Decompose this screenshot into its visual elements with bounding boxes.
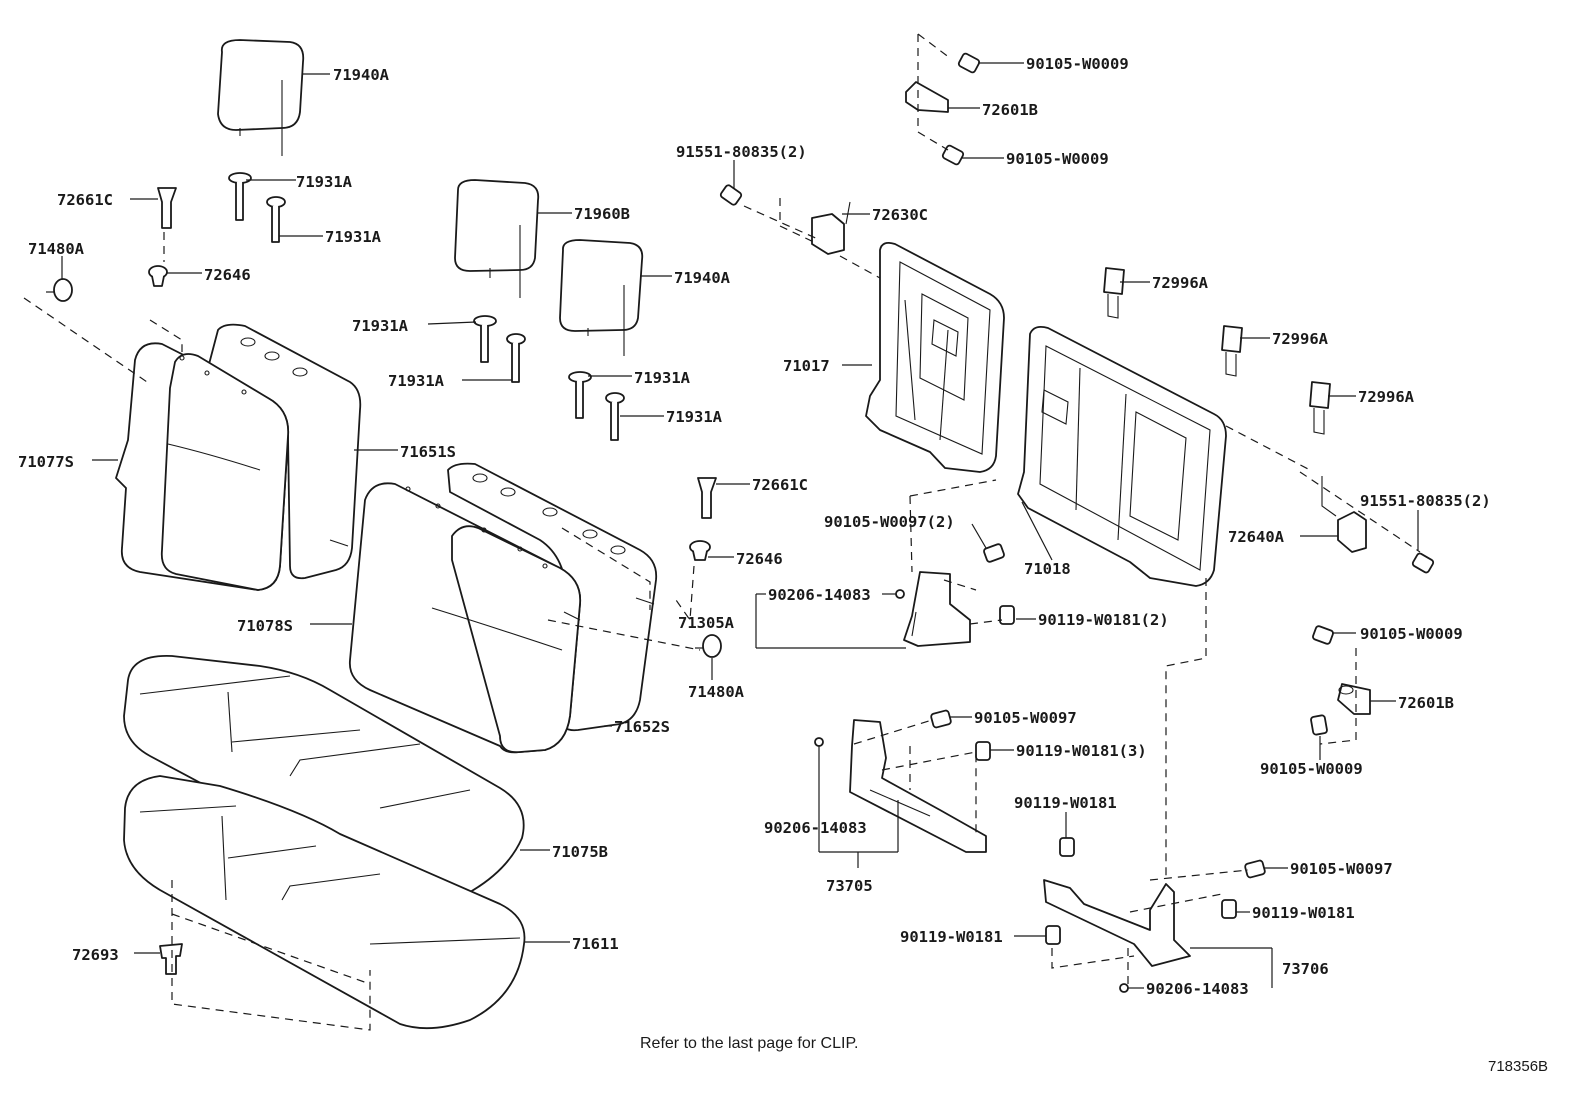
label-71931A-5: 71931A xyxy=(634,369,691,387)
label-71931A-6: 71931A xyxy=(666,408,723,426)
frame-71018 xyxy=(1017,325,1227,587)
seatback-71078S xyxy=(348,482,582,754)
dashed-lines xyxy=(23,33,1421,1031)
label-90119-W0181-b: 90119-W0181 xyxy=(1014,794,1117,812)
knob-72661C-right xyxy=(697,477,717,519)
label-71652S: 71652S xyxy=(614,718,670,736)
label-72640A: 72640A xyxy=(1228,528,1285,546)
label-91551-80835-left: 91551-80835(2) xyxy=(676,143,807,161)
label-71940A-right: 71940A xyxy=(674,269,731,287)
label-90206-14083-3: 90206-14083 xyxy=(1146,980,1249,998)
label-71018: 71018 xyxy=(1024,560,1071,578)
label-71931A-4: 71931A xyxy=(388,372,445,390)
label-90119-W0181-d: 90119-W0181 xyxy=(900,928,1003,946)
clip-reference-note: Refer to the last page for CLIP. xyxy=(640,1035,859,1052)
label-72646-left: 72646 xyxy=(204,266,251,284)
headrest-guides xyxy=(228,172,625,441)
label-71480A-right: 71480A xyxy=(688,683,745,701)
label-73706: 73706 xyxy=(1282,960,1329,978)
part-labels: 71940A 71931A 71931A 72661C 72646 71480A… xyxy=(18,55,1491,998)
label-90105-W0009-r2: 90105-W0009 xyxy=(1260,760,1363,778)
label-72646-right: 72646 xyxy=(736,550,783,568)
label-71077S: 71077S xyxy=(18,453,74,471)
label-72601B-top: 72601B xyxy=(982,101,1038,119)
seatback-71077S xyxy=(115,342,290,591)
label-72630C: 72630C xyxy=(872,206,928,224)
label-71940A-left: 71940A xyxy=(333,66,390,84)
hinge-73706 xyxy=(1043,879,1191,967)
figure-id: 718356B xyxy=(1488,1058,1548,1075)
label-71305A: 71305A xyxy=(678,614,735,632)
label-90206-14083-2: 90206-14083 xyxy=(764,819,867,837)
headrest-71940A-left xyxy=(217,39,305,156)
label-72601B-right: 72601B xyxy=(1398,694,1454,712)
cushion-71611 xyxy=(123,775,526,1030)
label-90105-W0097-c: 90105-W0097 xyxy=(1290,860,1393,878)
headrest-71960B xyxy=(454,179,540,298)
label-71611: 71611 xyxy=(572,935,619,953)
cap-71480A-right xyxy=(695,634,722,658)
cover-72646-right xyxy=(689,540,711,561)
label-72693: 72693 xyxy=(72,946,119,964)
label-73705: 73705 xyxy=(826,877,873,895)
label-72996A-1: 72996A xyxy=(1152,274,1209,292)
label-71017: 71017 xyxy=(783,357,830,375)
label-90105-W0097-2: 90105-W0097(2) xyxy=(824,513,955,531)
clip-72693 xyxy=(159,943,183,975)
label-72661C-right: 72661C xyxy=(752,476,808,494)
label-72661C-left: 72661C xyxy=(57,191,113,209)
label-71960B: 71960B xyxy=(574,205,630,223)
label-71931A-1: 71931A xyxy=(296,173,353,191)
cover-72646-left xyxy=(148,265,168,287)
label-71651S: 71651S xyxy=(400,443,456,461)
label-90105-W0009-top2: 90105-W0009 xyxy=(1006,150,1109,168)
cap-71480A-left xyxy=(46,278,73,302)
label-90105-W0009-top1: 90105-W0009 xyxy=(1026,55,1129,73)
label-71480A-left: 71480A xyxy=(28,240,85,258)
label-90119-W0181-3: 90119-W0181(3) xyxy=(1016,742,1147,760)
bracket-72601B-right xyxy=(1337,683,1371,715)
bracket-72601B-top xyxy=(905,81,949,113)
lock-72640A xyxy=(1321,476,1367,553)
label-72996A-3: 72996A xyxy=(1358,388,1415,406)
holders-72996A xyxy=(1103,267,1331,435)
knob-72661C-left xyxy=(157,187,177,229)
bolts xyxy=(719,52,1435,993)
label-90105-W0009-r1: 90105-W0009 xyxy=(1360,625,1463,643)
label-71075B: 71075B xyxy=(552,843,608,861)
cushion-71075B xyxy=(123,655,525,903)
hinge-71305A xyxy=(903,571,971,647)
lock-72630C xyxy=(811,201,851,255)
label-90119-W0181-2: 90119-W0181(2) xyxy=(1038,611,1169,629)
label-90105-W0097-a: 90105-W0097 xyxy=(974,709,1077,727)
label-71931A-3: 71931A xyxy=(352,317,409,335)
headrest-71940A-right xyxy=(559,239,644,356)
frame-71017 xyxy=(865,241,1005,473)
hinge-73705 xyxy=(849,719,987,853)
label-72996A-2: 72996A xyxy=(1272,330,1329,348)
label-71931A-2: 71931A xyxy=(325,228,382,246)
leader-lines xyxy=(61,62,1419,989)
label-90206-14083-1: 90206-14083 xyxy=(768,586,871,604)
label-91551-80835-right: 91551-80835(2) xyxy=(1360,492,1491,510)
label-90119-W0181-c: 90119-W0181 xyxy=(1252,904,1355,922)
label-71078S: 71078S xyxy=(237,617,293,635)
